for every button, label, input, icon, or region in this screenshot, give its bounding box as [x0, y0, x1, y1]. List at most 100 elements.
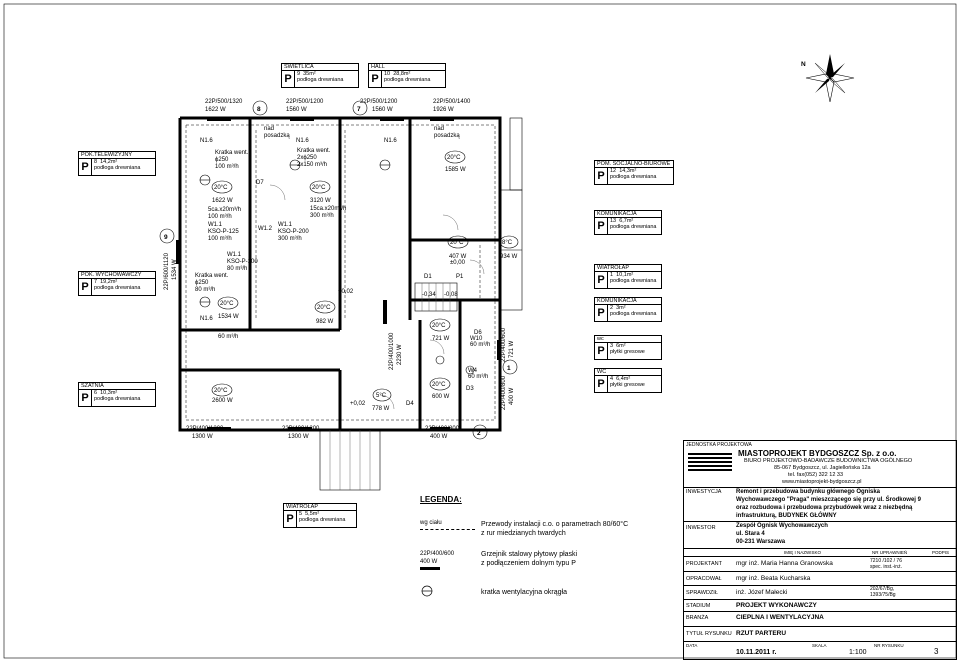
designer-name: mgr inż. Maria Hanna Granowska: [736, 560, 833, 567]
annex-walls: [499, 117, 523, 311]
investment-line: Wychowawczego "Praga" mieszczącego się p…: [736, 497, 921, 503]
room-number: 12: [610, 168, 617, 174]
legend-pipe-text2: z rur miedzianych twardych: [481, 530, 566, 537]
checker-name: inż. Józef Małecki: [736, 589, 788, 596]
room-floor: płytki gresowe: [610, 349, 645, 355]
heat-load: 600 W: [432, 394, 450, 400]
date-label: DATA: [686, 643, 698, 648]
room-floor-symbol: P: [595, 272, 608, 288]
radiator-label-center: 22P/400/1000: [389, 332, 395, 370]
room-num-area: 12 14,3m²: [610, 168, 671, 174]
vent-label: KSO-P-200: [278, 229, 309, 235]
company-name: MIASTOPROJEKT BYDGOSZCZ Sp. z o.o.: [738, 449, 897, 458]
vent-label: KSO-P-100: [227, 259, 258, 265]
room-area: 10,3m²: [100, 390, 118, 396]
room-num-area: 10 28,8m²: [384, 71, 443, 77]
legend-radiator-type: 22P/400/600: [420, 551, 455, 557]
room-name: POK.TELEWIZYJNY: [79, 152, 155, 159]
room-floor: podłoga drewniana: [299, 517, 346, 523]
drawing-label: TYTUŁ RYSUNKU: [686, 631, 732, 637]
vent-label: D3: [466, 386, 474, 392]
vent-label: 100 m³/h: [208, 236, 232, 242]
legend-grille-text: kratka wentylacyjna okrągła: [481, 588, 567, 596]
designer-perm2: spec. inst.-inż.: [870, 564, 902, 570]
vent-label: 80 m³/h: [195, 287, 215, 293]
heat-load: 778 W: [372, 406, 390, 412]
vent-label: D6: [474, 330, 482, 336]
legend-radiator-power: 400 W: [420, 559, 438, 565]
room-area: 10,1m²: [616, 272, 634, 278]
heat-load: 721 W: [432, 336, 450, 342]
north-label: N: [801, 61, 806, 68]
room-name: POM. SOCJALNO-BIUROWE: [595, 161, 673, 168]
vent-label: D7: [256, 180, 264, 186]
room-floor-symbol: P: [284, 511, 297, 527]
vent-label: 100 m³/h: [208, 214, 232, 220]
room-area: 19,2m²: [100, 279, 118, 285]
investor-line: 00-231 Warszawa: [736, 539, 786, 545]
temp: 20°C: [214, 388, 228, 394]
room-num-area: 3 6m²: [610, 343, 659, 349]
temp: 20°C: [312, 185, 326, 191]
room-number: 10: [384, 71, 391, 77]
temp: 20°C: [450, 240, 464, 246]
radiator-label: 22P/400/800: [425, 426, 460, 432]
inner-stairs: [414, 282, 458, 312]
investment-label: INWESTYCJA: [686, 489, 722, 495]
radiator-power-left: 1534 W: [172, 259, 178, 280]
room-markers: 8 7 9 1 2: [159, 100, 518, 440]
level: +0,02: [350, 401, 366, 407]
title-block: JEDNOSTKA PROJEKTOWA MIASTOPROJEKT BYDGO…: [683, 440, 957, 660]
company-address: 85-067 Bydgoszcz, ul. Jagiellońska 12a: [774, 465, 871, 471]
radiator-power: 1300 W: [288, 434, 309, 440]
room-number: 2: [610, 305, 614, 311]
radiator-power-center: 2230 W: [397, 344, 403, 365]
vent-label: nad: [434, 126, 444, 132]
branch-label: BRANŻA: [686, 615, 709, 621]
temp: 8°C: [502, 240, 513, 246]
room-area: 14,2m²: [100, 159, 118, 165]
room-area: 28,8m²: [393, 71, 411, 77]
room-number: 1: [610, 272, 614, 278]
vent-label: 2x150 m³/h: [297, 162, 327, 168]
room-number: 6: [94, 390, 98, 396]
bottom-radiator-labels: 22P/400/1200 1300 W 22P/400/1200 1300 W …: [186, 426, 460, 440]
investor-line: Zespół Ognisk Wychowawczych: [736, 523, 828, 529]
room-num-area: 9 35m²: [297, 71, 356, 77]
room-area: 6m²: [616, 343, 626, 349]
company-web: www.miastoprojekt-bydgoszcz.pl: [782, 479, 862, 485]
legend-title: LEGENDA:: [420, 495, 462, 504]
north-arrow-icon: N: [801, 54, 855, 103]
temp: 5°C: [376, 393, 387, 399]
room-area: 3m²: [616, 305, 626, 311]
room-area: 5,5m²: [305, 511, 320, 517]
heat-load: 407 W: [449, 254, 467, 260]
col-name: IMIĘ I NAZWISKO: [784, 550, 822, 555]
vent-label: Kratka went.: [297, 148, 331, 154]
room-number: 7: [94, 279, 98, 285]
room-num-area: 8 14,2m²: [94, 159, 153, 165]
room-num-area: 1 10,1m²: [610, 272, 659, 278]
vent-label: KSO-P-125: [208, 229, 239, 235]
legend-item-grille: kratka wentylacyjna okrągła: [420, 584, 650, 600]
room-floor-symbol: P: [79, 279, 92, 295]
vent-label: nad: [264, 126, 274, 132]
col-sign: PODPIS: [932, 550, 950, 555]
legend-radiator-text: Grzejnik stalowy płytowy płaski: [481, 551, 578, 558]
vent-labels: Kratka went. ϕ250 100 m³/h Kratka went. …: [195, 126, 490, 407]
room-name: HALL: [369, 64, 445, 71]
room-name: KOMUNIKACJA: [595, 298, 661, 305]
radiator-power: 1622 W: [205, 107, 226, 113]
col-perm: NR UPRAWNIEŃ: [872, 550, 908, 555]
drawing-frame: [3, 3, 957, 659]
marker-8: 8: [257, 106, 261, 113]
vent-label: ϕ250: [195, 280, 209, 286]
room-floor: podłoga drewniana: [94, 396, 141, 402]
room-num-area: 2 3m²: [610, 305, 659, 311]
